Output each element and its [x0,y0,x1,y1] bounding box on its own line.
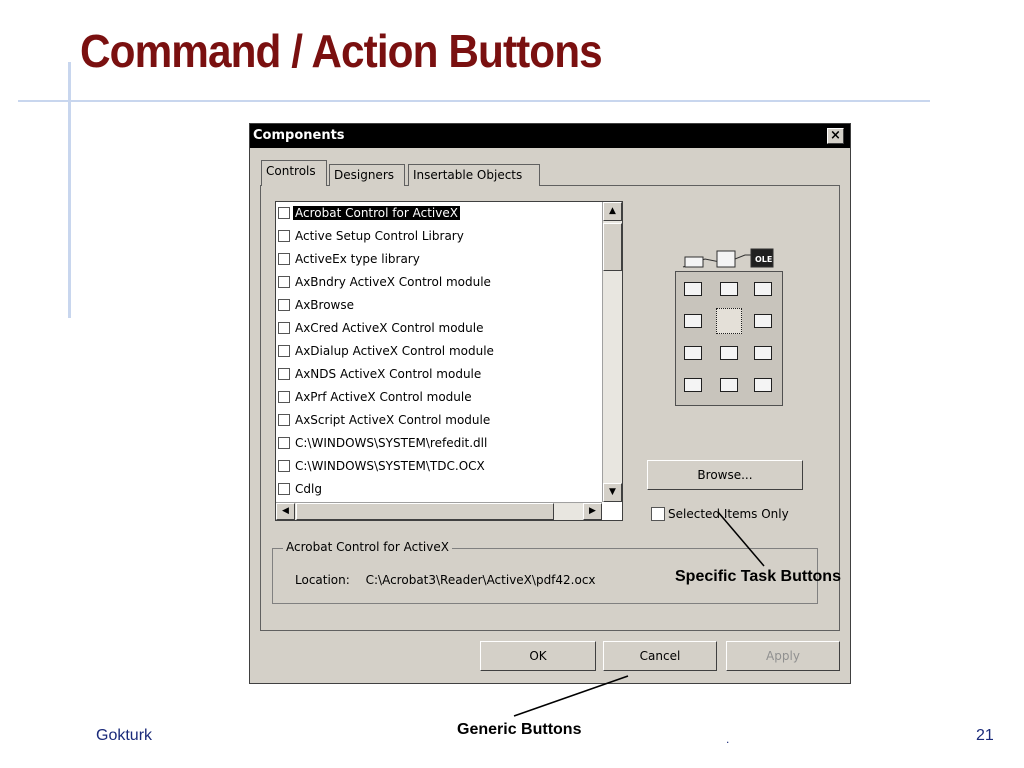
arrow-up-icon: ▲ [609,206,616,216]
list-item[interactable]: AxPrf ActiveX Control module [278,386,596,408]
arrow-down-icon: ▼ [609,487,616,497]
generic-buttons-annotation: Generic Buttons [457,721,582,738]
close-button[interactable]: × [827,128,844,144]
list-item[interactable]: Acrobat Control for ActiveX [278,202,596,224]
list-item-label: AxNDS ActiveX Control module [295,367,482,381]
list-item-checkbox[interactable] [278,367,290,380]
list-item-label: AxBndry ActiveX Control module [295,275,491,289]
list-item-label: AxBrowse [295,298,355,312]
arrow-right-icon: ▶ [589,506,596,516]
tab-panel [260,185,840,631]
toolbar-icon [754,346,772,360]
side-accent-line [68,62,71,318]
list-item-label: ActiveEx type library [295,252,420,266]
list-item-checkbox[interactable] [278,459,290,472]
list-item-checkbox[interactable] [278,298,290,311]
grid-icon [684,378,702,392]
selected-items-only-label: Selected Items Only [668,507,789,521]
control-toolbox-preview: OLE [675,241,783,406]
list-item-checkbox[interactable] [278,275,290,288]
list-item-checkbox[interactable] [278,344,290,357]
title-divider [18,100,930,102]
checkbox-icon [754,282,772,296]
tabstrip-icon [684,346,702,360]
close-icon: × [830,128,841,143]
dialog-titlebar[interactable]: Components × [250,124,850,148]
list-item-checkbox[interactable] [278,252,290,265]
selection-info-group: Acrobat Control for ActiveX Location: C:… [272,540,818,604]
list-item[interactable]: Cdlg [278,478,596,500]
scroll-down-button[interactable]: ▼ [603,483,622,502]
list-item-checkbox[interactable] [278,229,290,242]
list-item-label: AxCred ActiveX Control module [295,321,484,335]
list-item-label: Active Setup Control Library [295,229,464,243]
list-item-checkbox[interactable] [278,436,290,449]
list-item-label: Cdlg [295,482,322,496]
selected-items-only-checkbox[interactable]: Selected Items Only [651,506,789,522]
scroll-up-button[interactable]: ▲ [603,202,622,221]
components-list[interactable]: Acrobat Control for ActiveX Active Setup… [275,201,623,521]
components-dialog: Components × Controls Designers Insertab… [249,123,851,684]
list-item-label: AxScript ActiveX Control module [295,413,491,427]
list-item[interactable]: ActiveEx type library [278,248,596,270]
browse-button[interactable]: Browse... [647,460,803,490]
frame-icon [684,282,702,296]
list-item[interactable]: C:\WINDOWS\SYSTEM\TDC.OCX [278,455,596,477]
textbox-icon [684,314,702,328]
specific-task-buttons-annotation: Specific Task Buttons [675,568,841,585]
location-value: C:\Acrobat3\Reader\ActiveX\pdf42.ocx [365,573,596,587]
ok-button[interactable]: OK [480,641,596,671]
group-title: Acrobat Control for ActiveX [283,540,452,554]
list-item-label: AxDialup ActiveX Control module [295,344,494,358]
list-item-label: AxPrf ActiveX Control module [295,390,472,404]
apply-button[interactable]: Apply [726,641,840,671]
vertical-scroll-thumb[interactable] [603,223,622,271]
cancel-button[interactable]: Cancel [603,641,717,671]
location-label: Location: [295,573,350,587]
list-item[interactable]: AxDialup ActiveX Control module [278,340,596,362]
scroll-left-button[interactable]: ◀ [276,503,295,520]
list-item-label: C:\WINDOWS\SYSTEM\TDC.OCX [295,459,485,473]
list-item-label: C:\WINDOWS\SYSTEM\refedit.dll [295,436,488,450]
location-row: Location: C:\Acrobat3\Reader\ActiveX\pdf… [295,573,596,587]
list-item-label: Acrobat Control for ActiveX [293,206,460,220]
list-item[interactable]: AxCred ActiveX Control module [278,317,596,339]
listview-icon [754,314,772,328]
scroll-right-button[interactable]: ▶ [583,503,602,520]
footer-author: Gokturk [96,727,153,744]
command-button-icon [720,282,738,296]
svg-text:OLE: OLE [755,255,772,264]
list-item[interactable]: AxScript ActiveX Control module [278,409,596,431]
horizontal-scrollbar[interactable]: ◀ ▶ [276,502,602,520]
list-item[interactable]: C:\WINDOWS\SYSTEM\refedit.dll [278,432,596,454]
list-item[interactable]: Active Setup Control Library [278,225,596,247]
page-number: 21 [976,727,994,744]
list-item-checkbox[interactable] [278,482,290,495]
footer-center: . [726,732,730,746]
list-item[interactable]: AxBndry ActiveX Control module [278,271,596,293]
list-item[interactable]: AxBrowse [278,294,596,316]
list-item-checkbox[interactable] [278,390,290,403]
slide-title: Command / Action Buttons [80,25,603,77]
list-item-checkbox[interactable] [278,206,290,219]
list-item-checkbox[interactable] [278,413,290,426]
list-item-checkbox[interactable] [278,321,290,334]
tab-designers[interactable]: Designers [329,164,405,186]
progressbar-icon [754,378,772,392]
treeview-icon [716,308,742,334]
selected-items-only-box[interactable] [651,506,665,521]
imagelist-icon [720,346,738,360]
toolbox-header-icons: OLE [682,248,774,268]
dialog-title: Components [253,128,345,143]
toolbox-panel [675,271,783,406]
statusbar-icon [720,378,738,392]
horizontal-scroll-thumb[interactable] [296,503,554,520]
arrow-left-icon: ◀ [282,506,289,516]
tab-insertable-objects[interactable]: Insertable Objects [408,164,540,186]
tab-controls[interactable]: Controls [261,160,327,186]
vertical-scrollbar[interactable]: ▲ ▼ [602,202,622,502]
list-item[interactable]: AxNDS ActiveX Control module [278,363,596,385]
